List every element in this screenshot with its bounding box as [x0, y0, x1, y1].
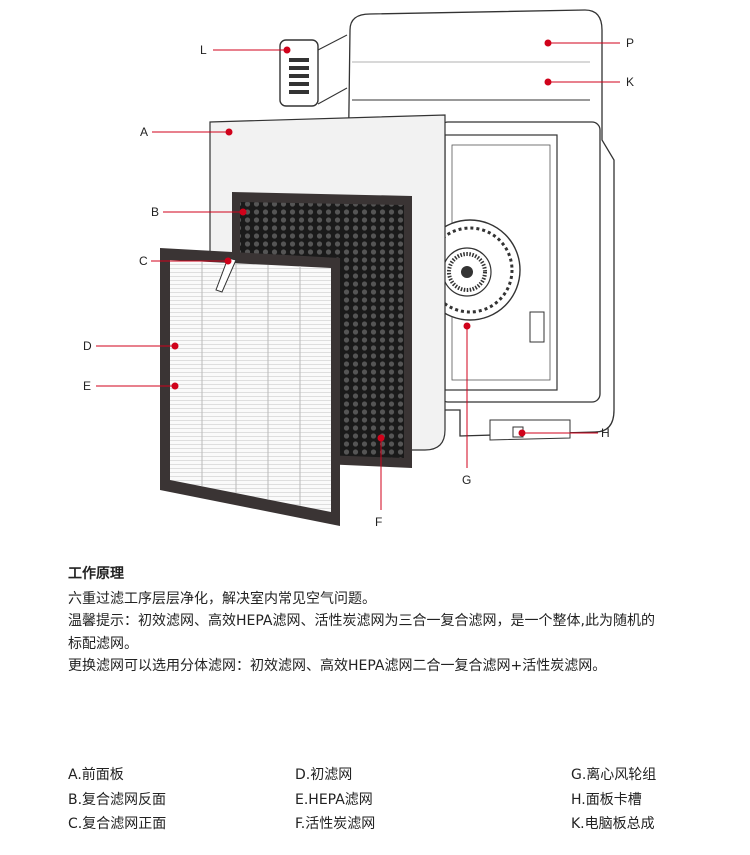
callout-A: A	[140, 125, 148, 139]
legend-item: E.HEPA滤网	[295, 791, 373, 808]
legend-item: F.活性炭滤网	[295, 816, 376, 832]
callout-K: K	[626, 75, 634, 89]
callout-G: G	[462, 473, 471, 487]
description-line: 温馨提示：初效滤网、高效HEPA滤网、活性炭滤网为三合一复合滤网，是一个整体,此…	[68, 613, 655, 652]
callout-L: L	[200, 43, 207, 57]
working-principle-section: 工作原理 六重过滤工序层层净化，解决室内常见空气问题。 温馨提示：初效滤网、高效…	[68, 563, 668, 678]
legend-column-1: A.前面板 B.复合滤网反面 C.复合滤网正面	[68, 763, 166, 837]
legend-item: D.初滤网	[295, 767, 353, 783]
callout-C: C	[139, 254, 148, 268]
legend-item: A.前面板	[68, 767, 124, 783]
legend-column-2: D.初滤网 E.HEPA滤网 F.活性炭滤网	[295, 763, 375, 837]
callout-H: H	[601, 426, 610, 440]
legend-item: B.复合滤网反面	[68, 791, 167, 808]
legend-item: G.离心风轮组	[571, 767, 657, 783]
exploded-view-diagram: L P K A B C D E G F H	[83, 9, 634, 529]
legend-item: H.面板卡槽	[571, 791, 642, 808]
description-line: 六重过滤工序层层净化，解决室内常见空气问题。	[68, 590, 376, 607]
description-line: 更换滤网可以选用分体滤网：初效滤网、高效HEPA滤网二合一复合滤网+活性炭滤网。	[68, 658, 607, 674]
legend-column-3: G.离心风轮组 H.面板卡槽 K.电脑板总成	[571, 763, 656, 837]
legend-item: K.电脑板总成	[571, 816, 655, 832]
callout-D: D	[83, 339, 92, 353]
callout-E: E	[83, 379, 91, 393]
hepa-filter	[160, 248, 340, 526]
section-title: 工作原理	[68, 566, 124, 582]
legend-item: C.复合滤网正面	[68, 816, 167, 832]
callout-F: F	[375, 515, 382, 529]
callout-lines	[96, 39, 620, 510]
control-board-module	[279, 34, 348, 107]
callout-B: B	[151, 205, 159, 219]
callout-P: P	[626, 36, 634, 50]
